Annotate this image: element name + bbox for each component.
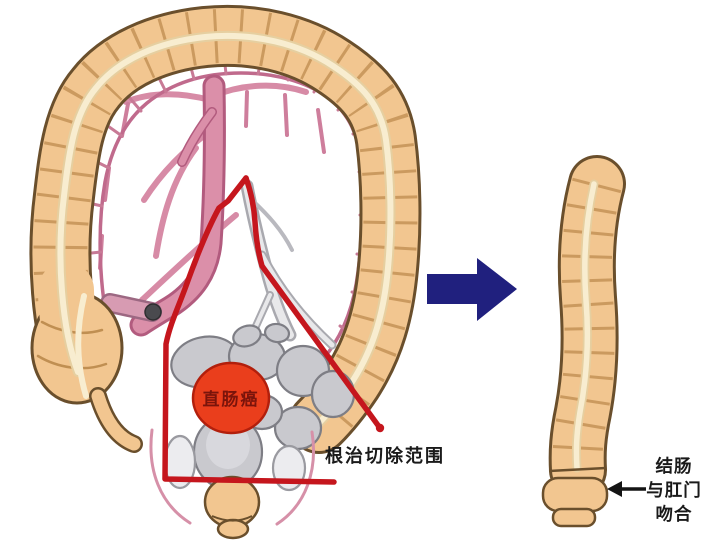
anastomosis-seam <box>548 466 607 473</box>
colon-frame <box>29 4 422 454</box>
anastomosis-label-line3: 吻合 <box>656 504 693 524</box>
transform-arrow-icon <box>427 258 517 321</box>
tumor <box>191 361 271 435</box>
cecum-tenia <box>75 293 89 399</box>
resection-range-label: 根治切除范围 <box>325 445 445 466</box>
resection-outline <box>162 175 385 485</box>
resection-line-tip <box>375 423 385 433</box>
resection-right-branch <box>243 175 383 431</box>
resection-left-branch <box>162 175 337 485</box>
anastomosis-label: 结肠 与肛门 吻合 <box>646 456 702 524</box>
after-figure: 结肠 与肛门 吻合 <box>541 155 702 528</box>
tenia-band <box>57 32 394 426</box>
anus-after <box>541 466 609 528</box>
anastomosis-label-line1: 结肠 <box>656 456 693 476</box>
anastomosis-label-line2: 与肛门 <box>646 480 702 500</box>
terminal-ileum <box>100 293 162 322</box>
before-figure: 直肠癌 根治切除范围 <box>29 4 445 540</box>
colon-after <box>548 155 626 499</box>
ileum-cut-end <box>144 303 162 321</box>
anastomosis-arrow-icon <box>607 481 646 497</box>
tumor-label: 直肠癌 <box>203 389 260 409</box>
vessel-connectors <box>98 90 326 270</box>
anus-before <box>203 475 261 540</box>
pelvic-arcs <box>149 428 315 526</box>
tenia-band-after <box>573 181 597 471</box>
vessel-fan <box>123 82 309 303</box>
